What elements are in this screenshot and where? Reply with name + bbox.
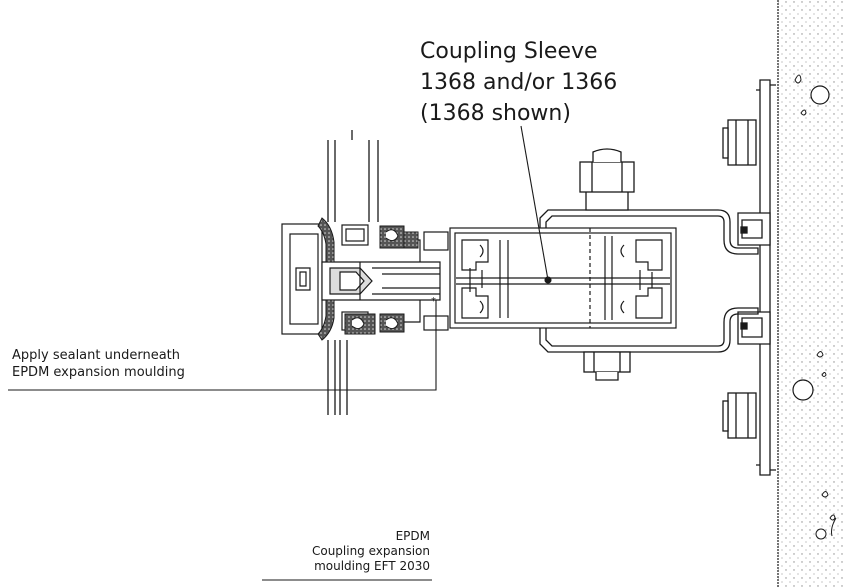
expansion-line3: moulding EFT 2030: [314, 559, 430, 573]
epdm-gaskets: [317, 217, 419, 341]
leader-coupling-sleeve: [520, 125, 549, 281]
sealant-line2: EPDM expansion moulding: [12, 365, 185, 380]
expansion-moulding-callout: EPDM Coupling expansion moulding EFT 203…: [312, 529, 430, 574]
expansion-line2: Coupling expansion: [311, 544, 430, 558]
coupling-sleeve-callout: Coupling Sleeve 1368 and/or 1366 (1368 s…: [420, 36, 617, 129]
mounting-bracket: [539, 209, 759, 353]
leader-lines: [8, 125, 552, 581]
svg-text:*: *: [431, 296, 436, 307]
coupling-sleeve-line1: Coupling Sleeve: [420, 39, 598, 64]
concrete-wall: [777, 0, 844, 587]
sealant-callout: Apply sealant underneath EPDM expansion …: [12, 347, 185, 381]
coupling-sleeve-line2: 1368 and/or 1366: [420, 70, 618, 95]
wall-bracket: [722, 79, 776, 476]
coupling-sleeve: [449, 227, 677, 329]
leader-sealant: [8, 300, 437, 391]
sealant-line1: Apply sealant underneath: [12, 348, 181, 363]
central-bolt: [579, 148, 635, 381]
leader-dot: [544, 276, 552, 284]
mullion-profile: *: [281, 223, 449, 335]
expansion-line1: EPDM: [395, 529, 430, 543]
glass-panes: [327, 130, 379, 415]
coupling-sleeve-line3: (1368 shown): [420, 101, 571, 126]
